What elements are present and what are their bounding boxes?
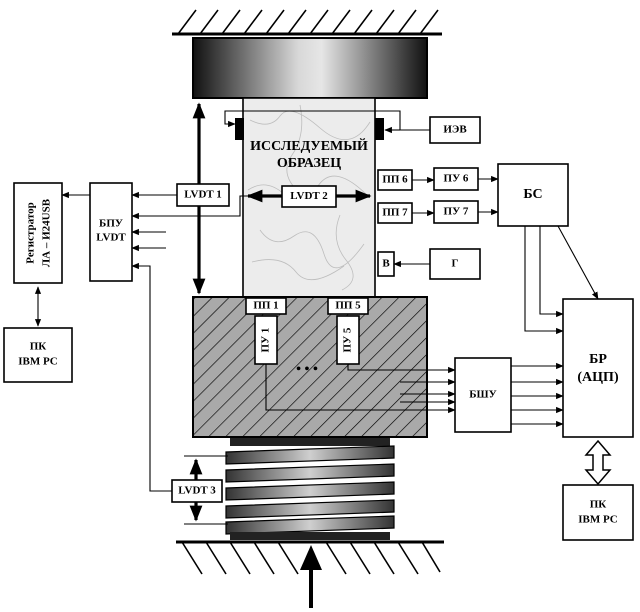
lvdt1-block: LVDT 1: [176, 183, 230, 207]
lvdt2-block: LVDT 2: [281, 185, 337, 208]
bottom-support: [176, 540, 444, 575]
v-block: В: [377, 251, 395, 277]
svg-text:LVDT 3: LVDT 3: [178, 485, 216, 497]
svg-text:ИЭВ: ИЭВ: [443, 124, 467, 136]
svg-text:Г: Г: [452, 258, 459, 270]
svg-text:ПП 5: ПП 5: [335, 300, 361, 312]
upper-platen: [192, 37, 428, 99]
svg-text:IBM PC: IBM PC: [578, 514, 617, 526]
more-channels-dots: • • •: [296, 362, 318, 377]
svg-text:ПУ 6: ПУ 6: [444, 173, 469, 185]
svg-text:ЛА – И24USB: ЛА – И24USB: [41, 198, 53, 267]
svg-text:ПУ 1: ПУ 1: [260, 328, 272, 353]
svg-text:ПУ 5: ПУ 5: [342, 327, 354, 352]
pp7-block: ПП 7: [377, 202, 413, 224]
svg-text:БС: БС: [523, 187, 542, 202]
pp6-block: ПП 6: [377, 169, 413, 191]
svg-text:ПП 6: ПП 6: [382, 174, 408, 186]
svg-text:IBM PC: IBM PC: [18, 356, 57, 368]
svg-text:БР: БР: [589, 352, 607, 367]
lower-block: [192, 296, 428, 438]
svg-text:ПП 7: ПП 7: [382, 207, 408, 219]
lvdt3-block: LVDT 3: [171, 479, 223, 503]
g-block: Г: [429, 248, 481, 280]
svg-text:(АЦП): (АЦП): [577, 370, 619, 385]
sample-title-line2: ОБРАЗЕЦ: [277, 156, 341, 171]
pc-left-block: ПК IBM PC: [3, 327, 73, 383]
pu5-block: ПУ 5: [336, 315, 360, 365]
br-pc-link: [584, 439, 612, 486]
svg-text:LVDT: LVDT: [96, 232, 126, 244]
bpu-lvdt-block: БПУ LVDT: [89, 182, 133, 282]
svg-text:ПК: ПК: [590, 499, 607, 511]
svg-text:БШУ: БШУ: [469, 389, 496, 401]
pc-right-block: ПК IBM PC: [562, 484, 634, 541]
pp5-block: ПП 5: [327, 297, 369, 315]
top-support: [172, 9, 442, 36]
svg-text:Регистратор: Регистратор: [25, 202, 37, 263]
bshu-block: БШУ: [454, 357, 512, 433]
svg-text:ПП 1: ПП 1: [253, 300, 278, 312]
pp1-block: ПП 1: [245, 297, 287, 315]
br-adc-block: БР (АЦП): [562, 298, 634, 438]
load-arrow: [300, 545, 322, 608]
svg-text:ПУ 7: ПУ 7: [444, 206, 469, 218]
emitter-pad-left: [235, 118, 244, 140]
svg-text:LVDT 1: LVDT 1: [184, 189, 222, 201]
sample-title-line1: ИССЛЕДУЕМЫЙ: [250, 137, 368, 154]
svg-text:LVDT 2: LVDT 2: [290, 190, 328, 202]
bs-block: БС: [497, 163, 569, 227]
registrator-block: Регистратор ЛА – И24USB: [13, 182, 63, 284]
svg-text:В: В: [382, 258, 390, 270]
svg-text:ПК: ПК: [30, 341, 47, 353]
pu6-block: ПУ 6: [433, 167, 479, 191]
iev-block: ИЭВ: [429, 116, 481, 144]
svg-text:БПУ: БПУ: [99, 218, 123, 230]
spring: [225, 438, 395, 540]
emitter-pad-right: [375, 118, 384, 140]
pu1-block: ПУ 1: [254, 315, 278, 365]
pu7-block: ПУ 7: [433, 200, 479, 224]
